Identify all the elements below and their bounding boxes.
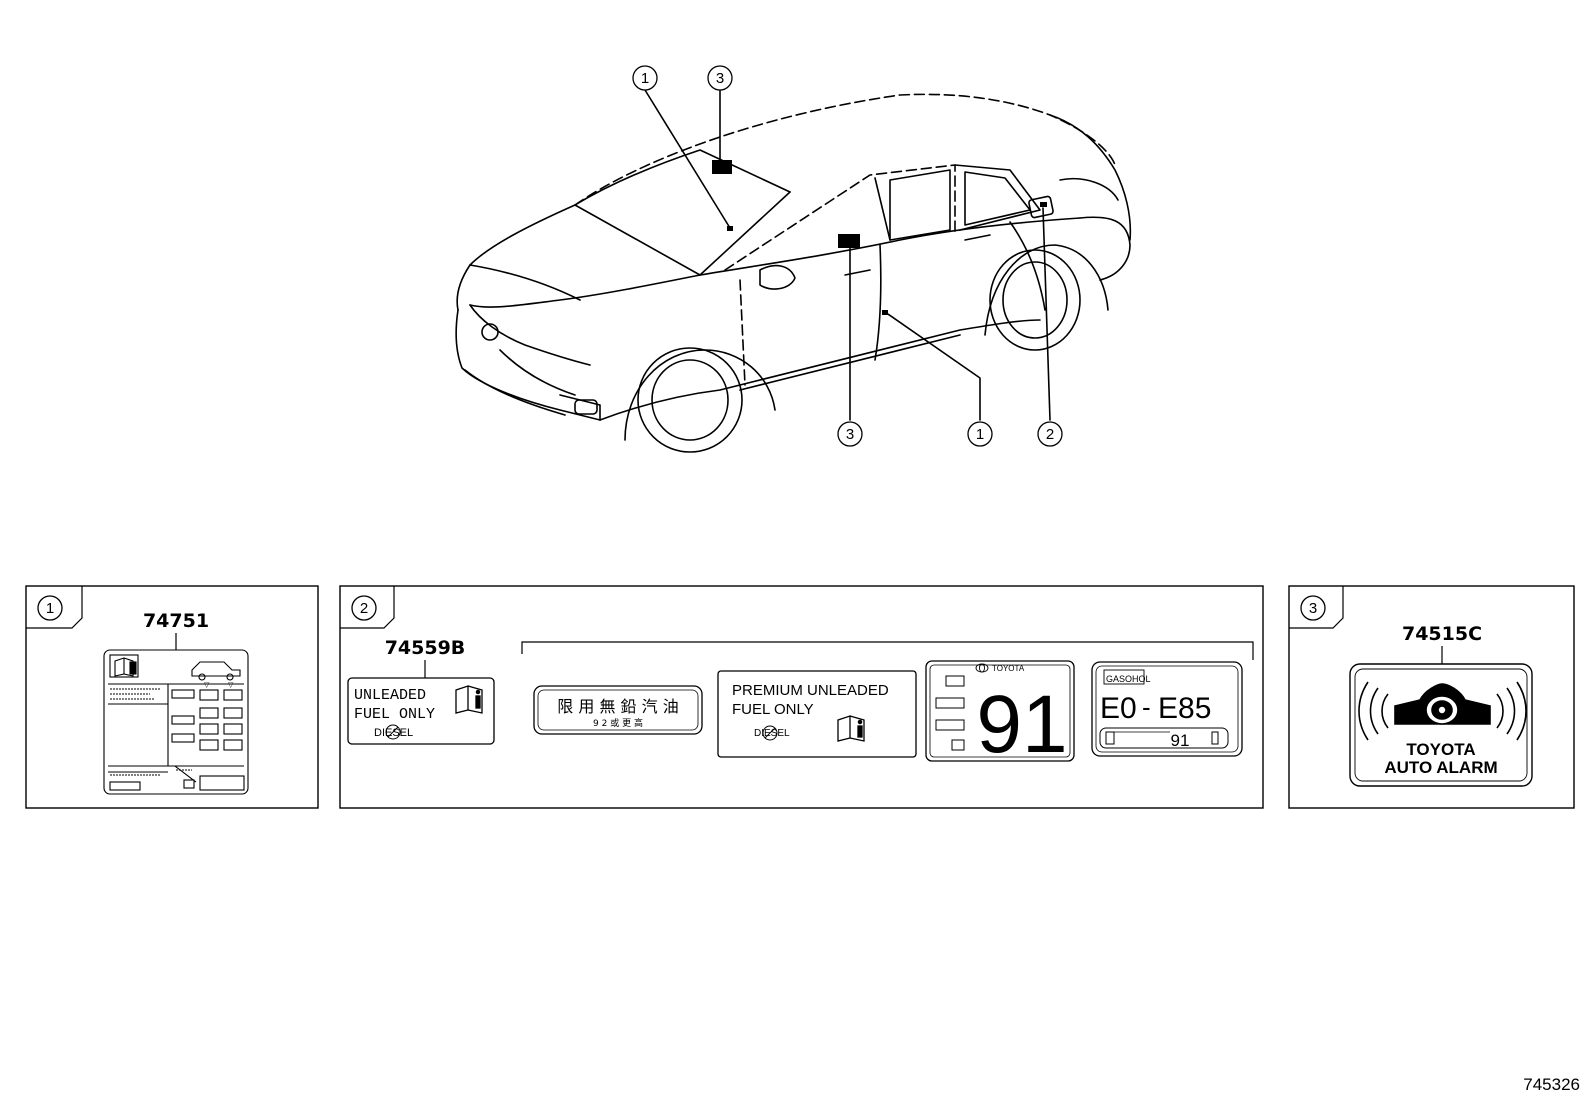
- manual-info-icon: [837, 715, 865, 742]
- panel-3: 3 74515C TOYOTA AUTO ALARM: [1288, 585, 1575, 809]
- callout-1-top: 1: [632, 65, 658, 91]
- callout-2-bottom: 2: [1037, 421, 1063, 447]
- panel-index: 3: [1309, 600, 1317, 617]
- svg-text:▽: ▽: [204, 682, 210, 689]
- diesel-strike-text: DIESEL: [754, 728, 790, 739]
- auto-alarm-label: TOYOTA AUTO ALARM: [1349, 663, 1533, 787]
- gasohol-range-left: E0: [1100, 692, 1137, 725]
- callout-3-bottom: 3: [837, 421, 863, 447]
- unleaded-line2: FUEL ONLY: [354, 706, 435, 723]
- japanese-line2: 9 2 或 更 高: [593, 717, 643, 729]
- callout-label: 1: [641, 70, 649, 87]
- gasohol-value: 91: [1171, 731, 1190, 750]
- gasohol-range-sep: -: [1142, 692, 1151, 722]
- tire-placard-label: ▽ ▽: [103, 649, 249, 795]
- alarm-line1: TOYOTA: [1406, 740, 1475, 759]
- panel-2: 2 74559B UNLEADED FUEL ONLY DIESEL 限 用 無…: [339, 585, 1264, 809]
- octane-brand: TOYOTA: [992, 664, 1025, 673]
- callout-1-bottom: 1: [967, 421, 993, 447]
- car-alarm-icon: [1358, 681, 1527, 741]
- unleaded-line1: UNLEADED: [354, 687, 426, 704]
- callout-label: 3: [716, 70, 724, 87]
- callout-label: 2: [1046, 426, 1054, 443]
- callout-label: 3: [846, 426, 854, 443]
- panel-index: 2: [360, 600, 368, 617]
- premium-line1: PREMIUM UNLEADED: [732, 682, 889, 699]
- octane-91-label: TOYOTA 91: [925, 660, 1075, 770]
- gasohol-range-right: E85: [1158, 692, 1211, 725]
- octane-value: 91: [976, 679, 1067, 770]
- diesel-strike-text: DIESEL: [374, 727, 413, 739]
- premium-line2: FUEL ONLY: [732, 701, 814, 718]
- callout-3-top: 3: [707, 65, 733, 91]
- premium-fuel-label: PREMIUM UNLEADED FUEL ONLY DIESEL: [717, 670, 917, 758]
- manual-info-icon: [455, 685, 483, 714]
- part-number: 74515C: [1402, 623, 1482, 645]
- part-number: 74559B: [385, 637, 466, 659]
- car-callouts: 1 3 3 1 2: [632, 65, 1063, 447]
- unleaded-fuel-label: UNLEADED FUEL ONLY DIESEL: [347, 677, 495, 745]
- gasohol-brand: GASOHOL: [1106, 674, 1151, 684]
- panel-1: 1 74751: [25, 585, 319, 809]
- diagram-id: 745326: [1523, 1075, 1580, 1094]
- callout-label: 1: [976, 426, 984, 443]
- part-number: 74751: [143, 610, 209, 632]
- panel-index: 1: [46, 600, 54, 617]
- alarm-line2: AUTO ALARM: [1384, 758, 1497, 777]
- japanese-fuel-label: 限 用 無 鉛 汽 油 9 2 或 更 高: [533, 685, 703, 735]
- japanese-line1: 限 用 無 鉛 汽 油: [557, 697, 678, 716]
- svg-text:▽: ▽: [228, 682, 234, 689]
- toyota-logo-icon: [975, 663, 989, 673]
- car-illustration: [455, 89, 1132, 453]
- gasohol-label: GASOHOL E0 - E85 91: [1091, 661, 1243, 757]
